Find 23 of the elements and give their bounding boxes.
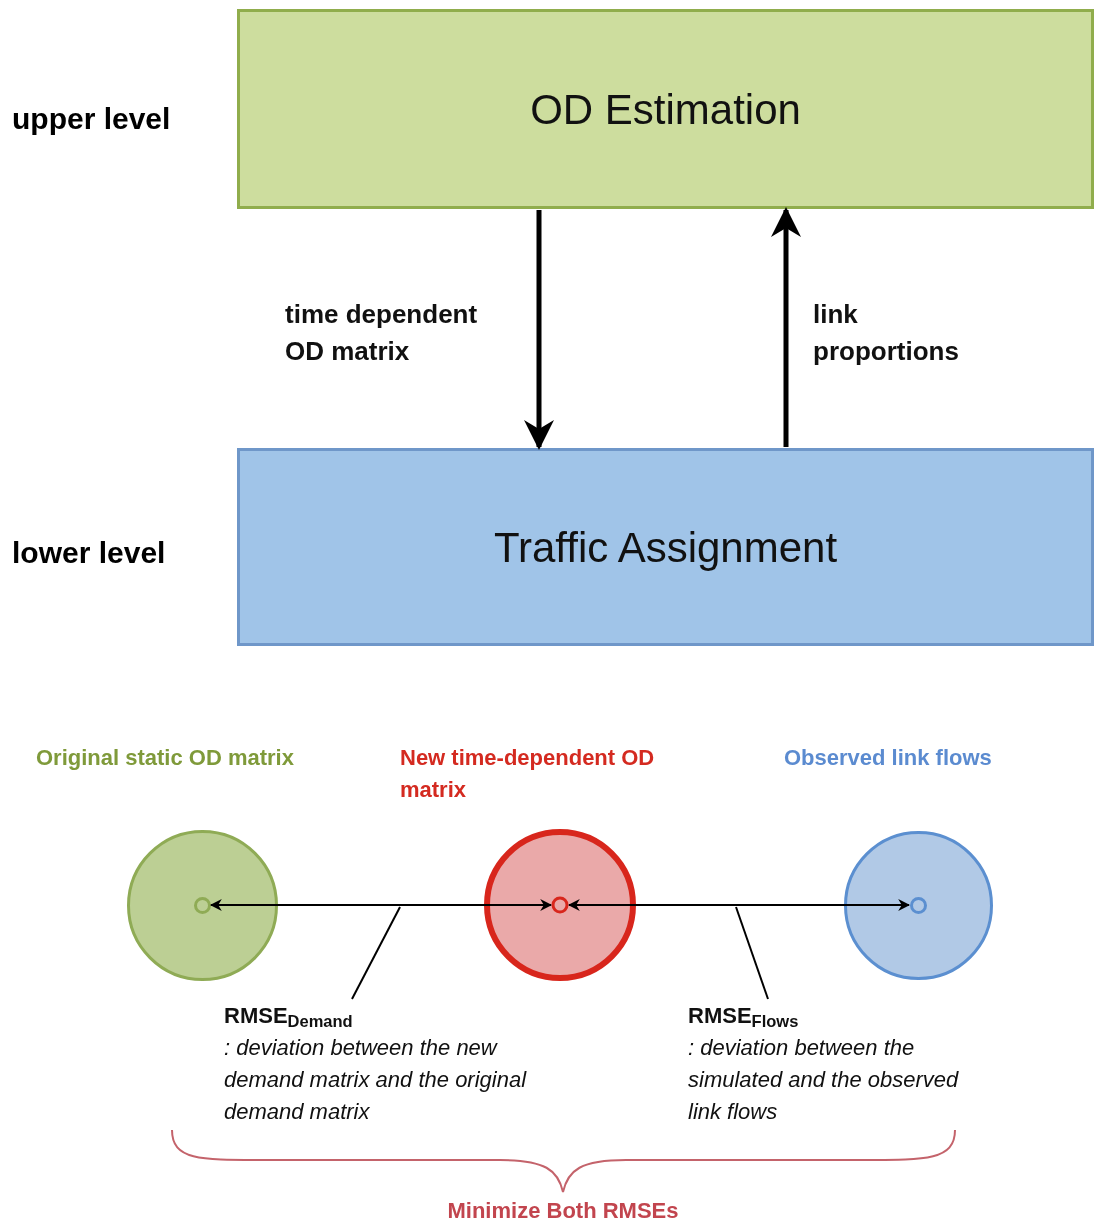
circle-caption: Observed link flows xyxy=(784,744,993,772)
formula-label: RMSE$_{Demand}$ xyxy=(224,1002,354,1032)
circle xyxy=(126,829,278,981)
circle xyxy=(843,830,993,980)
description-text: : deviation between the simulated and the observed link flows xyxy=(688,1034,960,1126)
description-text: : deviation between the new demand matrix and the original demand matrix xyxy=(224,1034,528,1126)
arrow xyxy=(771,207,801,447)
circle xyxy=(484,829,636,981)
brace-label: Minimize Both RMSEs xyxy=(446,1197,680,1221)
process-box xyxy=(237,448,1094,646)
leader-line xyxy=(735,906,769,1000)
formula-label: RMSE$_{Flows}$ xyxy=(688,1002,800,1032)
arrow xyxy=(524,210,554,450)
box-title: OD Estimation xyxy=(530,84,801,135)
box-title: Traffic Assignment xyxy=(493,522,838,573)
circle-caption: New time-dependent OD matrix xyxy=(400,744,656,804)
leader-line xyxy=(351,906,401,1000)
circle-caption: Original static OD matrix xyxy=(36,744,295,772)
level-label: lower level xyxy=(12,535,166,571)
arrow xyxy=(209,899,553,911)
process-box xyxy=(237,9,1094,209)
arrow xyxy=(567,899,911,911)
level-label: upper level xyxy=(12,101,171,137)
